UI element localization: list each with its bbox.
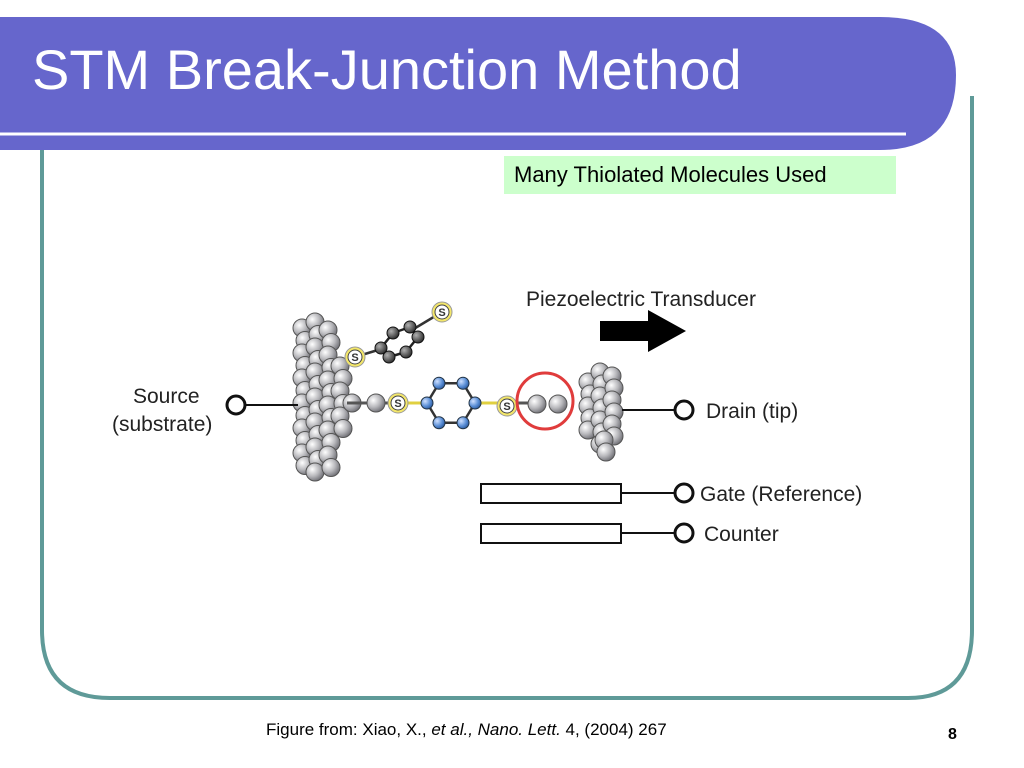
gate-electrode bbox=[480, 483, 622, 504]
carbon-atom bbox=[403, 320, 417, 334]
source-terminal bbox=[225, 394, 247, 416]
carbon-atom bbox=[374, 341, 388, 355]
tip-gold-cluster bbox=[578, 362, 624, 462]
transducer-label: Piezoelectric Transducer bbox=[526, 288, 756, 311]
carbon-atom bbox=[432, 376, 446, 390]
caption-journal: et al., Nano. Lett. bbox=[431, 720, 561, 739]
page-number: 8 bbox=[948, 726, 957, 743]
carbon-atom bbox=[456, 416, 470, 430]
carbon-atom bbox=[432, 416, 446, 430]
source-label: Source bbox=[133, 385, 200, 408]
carbon-atom bbox=[399, 345, 413, 359]
carbon-atom bbox=[382, 350, 396, 364]
gold-atom bbox=[321, 458, 341, 477]
drain-terminal bbox=[673, 399, 695, 421]
substrate-gold-cluster bbox=[292, 312, 362, 482]
carbon-atom bbox=[468, 396, 482, 410]
header-band bbox=[0, 17, 956, 150]
sulfur-atom-right-core bbox=[499, 398, 515, 414]
drain-label: Drain (tip) bbox=[706, 400, 798, 423]
gold-atom bbox=[305, 462, 325, 482]
counter-label: Counter bbox=[704, 523, 779, 546]
counter-terminal bbox=[673, 522, 695, 544]
gold-atom bbox=[333, 419, 353, 438]
gate-terminal bbox=[673, 482, 695, 504]
content-frame bbox=[40, 96, 974, 700]
substrate-label: (substrate) bbox=[112, 413, 212, 436]
sulfur-atom-right-symbol: S bbox=[503, 401, 510, 413]
caption-prefix: Figure from: Xiao, X., bbox=[266, 720, 432, 739]
gold-atom bbox=[596, 442, 616, 462]
transducer-arrow bbox=[600, 310, 686, 352]
upper-thiol-molecule: SS bbox=[344, 301, 453, 368]
carbon-atom bbox=[456, 376, 470, 390]
sulfur-atom-upper-left-core bbox=[347, 349, 363, 365]
sulfur-atom-upper-left-symbol: S bbox=[351, 352, 358, 364]
carbon-atom bbox=[420, 396, 434, 410]
sulfur-atom-upper-right-symbol: S bbox=[438, 307, 445, 319]
sulfur-atom-left-core bbox=[390, 395, 406, 411]
caption-suffix: 4, (2004) 267 bbox=[560, 720, 667, 739]
sulfur-atom-left-symbol: S bbox=[394, 398, 401, 410]
gold-atom bbox=[366, 393, 386, 413]
carbon-atom bbox=[411, 330, 425, 344]
figure-caption: Figure from: Xiao, X., et al., Nano. Let… bbox=[266, 720, 667, 740]
gate-label: Gate (Reference) bbox=[700, 483, 862, 506]
counter-electrode bbox=[480, 523, 622, 544]
gold-atom bbox=[527, 394, 547, 414]
slide-title: STM Break-Junction Method bbox=[32, 38, 742, 101]
callout-box: Many Thiolated Molecules Used bbox=[504, 156, 896, 194]
carbon-atom bbox=[386, 326, 400, 340]
junction-highlight-circle bbox=[515, 371, 575, 431]
gold-atom bbox=[548, 394, 568, 414]
sulfur-atom-upper-right-core bbox=[434, 304, 450, 320]
